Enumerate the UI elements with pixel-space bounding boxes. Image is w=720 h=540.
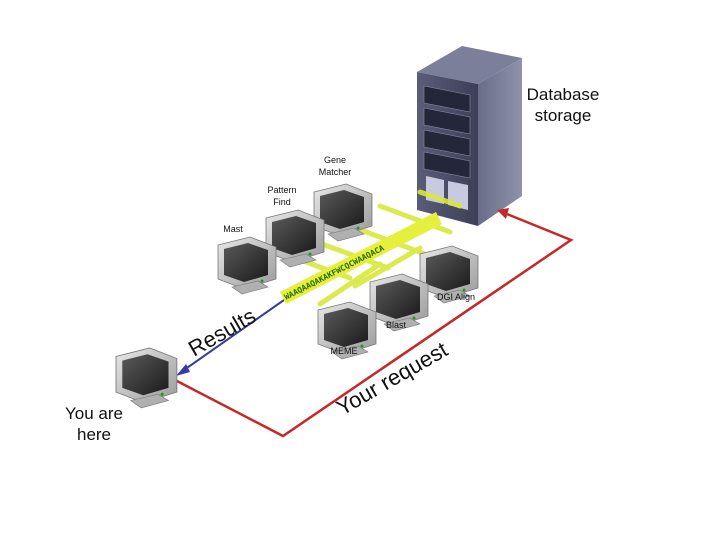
blast-label: Blast [386,320,407,330]
you-are-here-label-1: You are [65,404,123,423]
results-arrowhead [176,364,190,376]
request-line [174,210,574,438]
database-label-2: storage [535,106,592,125]
pattern-find-label-2: Find [273,197,291,207]
request-arrowhead [497,208,509,219]
pattern-find-label-1: Pattern [267,185,296,195]
gene-matcher-label-1: Gene [324,155,346,165]
computer-icon [115,347,178,409]
database-label-1: Database [527,85,600,104]
results-line [183,299,285,371]
computer-icon [217,236,277,295]
you-are-here-label-2: here [77,425,111,444]
meme-label: MEME [331,346,358,356]
gene-matcher-label-2: Matcher [319,167,352,177]
results-label: Results [184,303,260,361]
mast-label: Mast [223,224,243,234]
dgi-align-label: DGI Align [437,292,475,302]
